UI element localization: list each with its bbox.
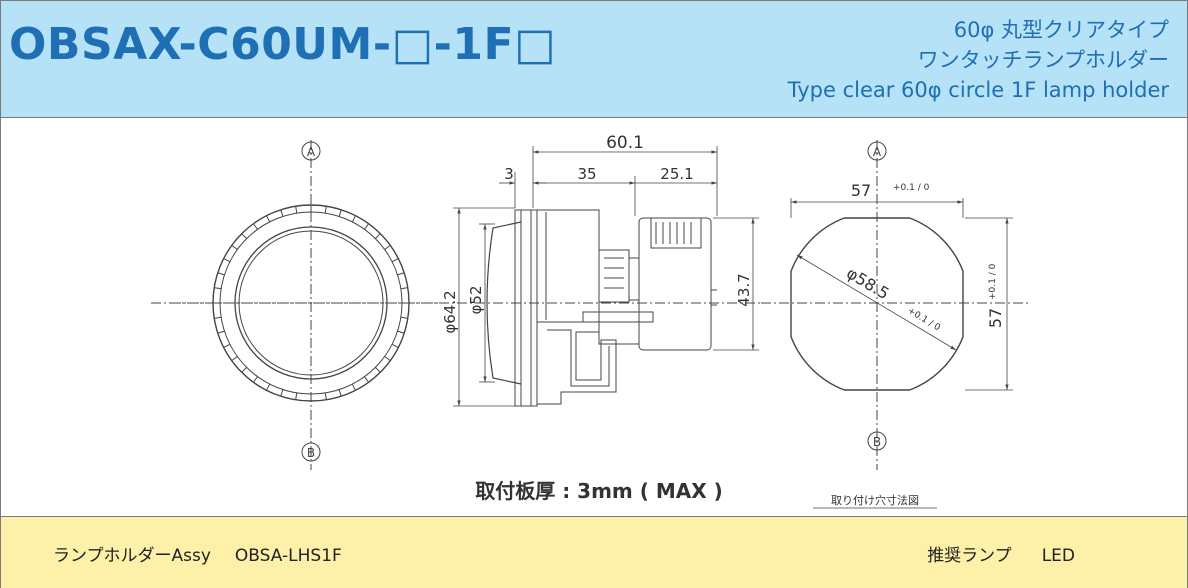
dim-rear-height: 43.7 — [735, 273, 753, 306]
knurl-mark — [374, 366, 381, 373]
knurl-mark — [217, 272, 225, 276]
knurl-mark — [364, 223, 370, 230]
side-dimensions — [453, 146, 759, 407]
panel-cutout-view — [761, 140, 1031, 470]
knurl-mark — [241, 233, 248, 240]
dim-cut-height: 57 — [986, 308, 1005, 328]
bezel-profile — [514, 209, 538, 407]
side-view — [151, 209, 761, 407]
dim-cut-height-tol: +0.1 / 0 — [988, 263, 998, 300]
grip-ribs — [655, 222, 692, 244]
knurl-mark — [400, 316, 408, 319]
datum-a-label: A — [307, 145, 316, 159]
knurl-mark — [231, 356, 238, 362]
panel-thickness-note: 取付板厚 : 3mm ( MAX ) — [475, 479, 723, 503]
lens-dome-profile — [486, 221, 522, 385]
knurl-mark — [295, 206, 298, 214]
knurl-mark — [280, 209, 284, 217]
knurl-mark — [351, 383, 356, 391]
knurl-mark — [266, 383, 271, 391]
cutout-datum-a-bubble — [867, 141, 887, 161]
recommended-label: 推奨ランプ — [927, 546, 1012, 566]
rear-top-grip — [650, 217, 702, 249]
knurl-mark — [364, 376, 370, 383]
knurl-mark — [351, 215, 356, 223]
technical-drawing: A B — [1, 118, 1187, 516]
front-view — [171, 140, 449, 470]
knurl-mark — [280, 389, 284, 397]
flange-section — [536, 321, 617, 405]
knurl-mark — [338, 209, 342, 217]
knurl-mark — [384, 356, 391, 362]
assy-info: ランプホルダーAssy OBSA-LHS1F — [53, 541, 366, 566]
lens-inner-circle — [238, 230, 384, 376]
knurl-mark — [384, 244, 391, 250]
title-jp-line2: ワンタッチランプホルダー — [917, 48, 1169, 72]
knurl-mark — [374, 233, 381, 240]
knurl-mark — [214, 316, 222, 319]
title-block: OBSAX-C60UM-□-1F□ 60φ 丸型クリアタイプ ワンタッチランプホ… — [1, 1, 1187, 118]
knurl-mark — [252, 223, 258, 230]
socket-nut — [598, 249, 630, 303]
knurl-mark — [391, 258, 399, 263]
rear-housing — [638, 217, 712, 351]
assy-label: ランプホルダーAssy — [53, 546, 211, 566]
dim-rear: 25.1 — [660, 165, 693, 183]
dim-outer-dia: φ64.2 — [441, 290, 459, 333]
knurl-mark — [217, 330, 225, 334]
datum-b-bubble — [301, 442, 321, 462]
terminal-strip — [582, 311, 654, 323]
dim-line-phi-58-5 — [796, 254, 957, 351]
panel-cutout-label: 取り付け穴寸法図 — [831, 493, 919, 507]
title-en: Type clear 60φ circle 1F lamp holder — [787, 78, 1169, 102]
knurl-mark — [295, 392, 298, 400]
dim-cut-width-tol: +0.1 / 0 — [893, 183, 930, 193]
cutout-datum-b-label: B — [873, 435, 881, 449]
knurl-mark — [397, 330, 405, 334]
knurl-mark — [231, 244, 238, 250]
spec-block: ランプホルダーAssy OBSA-LHS1F 推奨ランプ LED — [1, 516, 1187, 588]
datum-b-label: B — [307, 446, 315, 460]
product-title: 60φ 丸型クリアタイプ ワンタッチランプホルダー Type clear 60φ… — [788, 15, 1169, 105]
title-jp-line1: 60φ 丸型クリアタイプ — [953, 18, 1169, 42]
knurl-mark — [324, 206, 327, 214]
knurl-mark — [252, 376, 258, 383]
model-code: OBSAX-C60UM-□-1F□ — [9, 19, 557, 70]
knurl-mark — [214, 287, 222, 290]
recommended-value: LED — [1041, 546, 1075, 566]
dim-cut-width: 57 — [851, 181, 871, 200]
drawing-canvas: A B — [151, 133, 1031, 509]
terminal-block — [598, 321, 640, 345]
knurl-marks — [213, 205, 409, 401]
recommended-lamp: 推奨ランプ LED — [897, 541, 1075, 566]
dim-bezel: 3 — [504, 165, 514, 183]
knurl-mark — [391, 343, 399, 348]
datum-a-bubble — [301, 141, 321, 161]
knurl-mark — [400, 287, 408, 290]
knurl-mark — [397, 272, 405, 276]
flange-inner-line — [547, 329, 610, 387]
dim-inner-dia: φ52 — [467, 286, 485, 315]
nut-threads — [604, 257, 624, 289]
knurl-mark — [241, 366, 248, 373]
knurl-mark — [223, 343, 231, 348]
knurl-mark — [223, 258, 231, 263]
cutout-datum-b-bubble — [867, 431, 887, 451]
cutout-datum-a-label: A — [873, 145, 882, 159]
dim-cut-dia-tol: +0.1 / 0 — [905, 306, 942, 333]
dim-body: 35 — [577, 165, 596, 183]
assy-part: OBSA-LHS1F — [234, 546, 342, 566]
knurl-mark — [338, 389, 342, 397]
knurl-mark — [266, 215, 271, 223]
knurl-mark — [324, 392, 327, 400]
dim-total-width: 60.1 — [606, 133, 644, 153]
